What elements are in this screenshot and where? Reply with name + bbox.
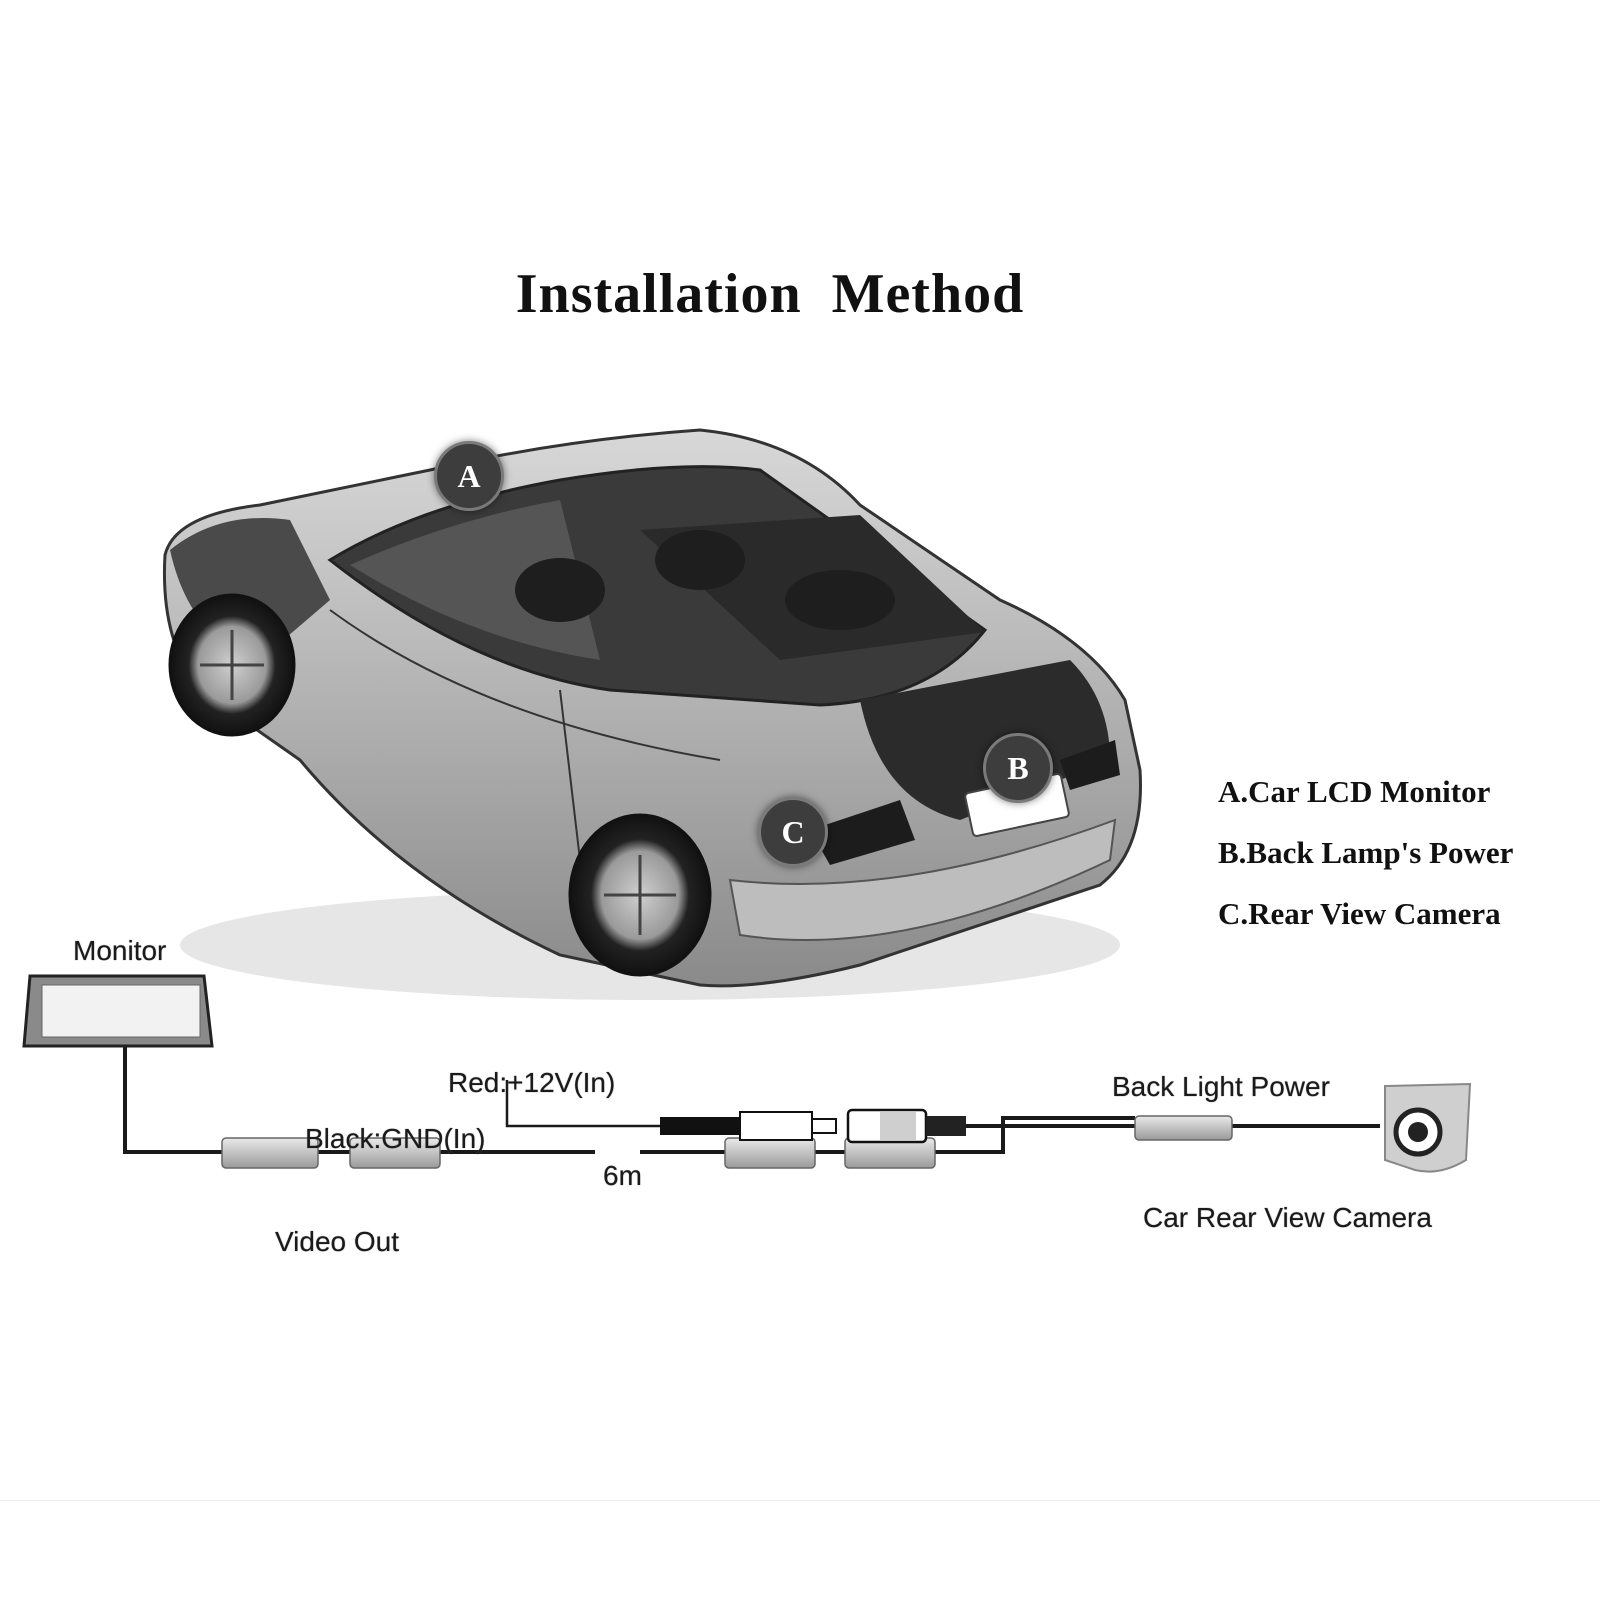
legend-item-a: A.Car LCD Monitor xyxy=(1218,774,1491,809)
black-wire-label: Black:GND(In) xyxy=(305,1123,486,1154)
cable-length-label: 6m xyxy=(603,1160,642,1191)
marker-c: C xyxy=(758,797,828,867)
marker-b: B xyxy=(983,733,1053,803)
monitor-icon xyxy=(22,974,214,1048)
back-light-power-label: Back Light Power xyxy=(1112,1071,1330,1102)
rca-connector-icon xyxy=(221,1115,1233,1169)
footer-divider xyxy=(0,1500,1600,1501)
marker-a: A xyxy=(434,441,504,511)
legend-item-b: B.Back Lamp's Power xyxy=(1218,835,1514,870)
page-title: Installation Method xyxy=(515,263,1025,325)
legend-item-c: C.Rear View Camera xyxy=(1218,896,1501,931)
camera-icon xyxy=(1384,1082,1472,1173)
camera-label: Car Rear View Camera xyxy=(1143,1202,1432,1233)
dc-power-plug-icon xyxy=(660,1108,966,1144)
legend: A.Car LCD Monitor B.Back Lamp's Power C.… xyxy=(1218,774,1513,957)
wiring-harness xyxy=(123,1037,1380,1154)
video-out-label: Video Out xyxy=(275,1226,400,1257)
monitor-label: Monitor xyxy=(73,935,167,966)
red-wire-label: Red:+12V(In) xyxy=(448,1067,616,1098)
car-illustration xyxy=(162,428,1142,1000)
